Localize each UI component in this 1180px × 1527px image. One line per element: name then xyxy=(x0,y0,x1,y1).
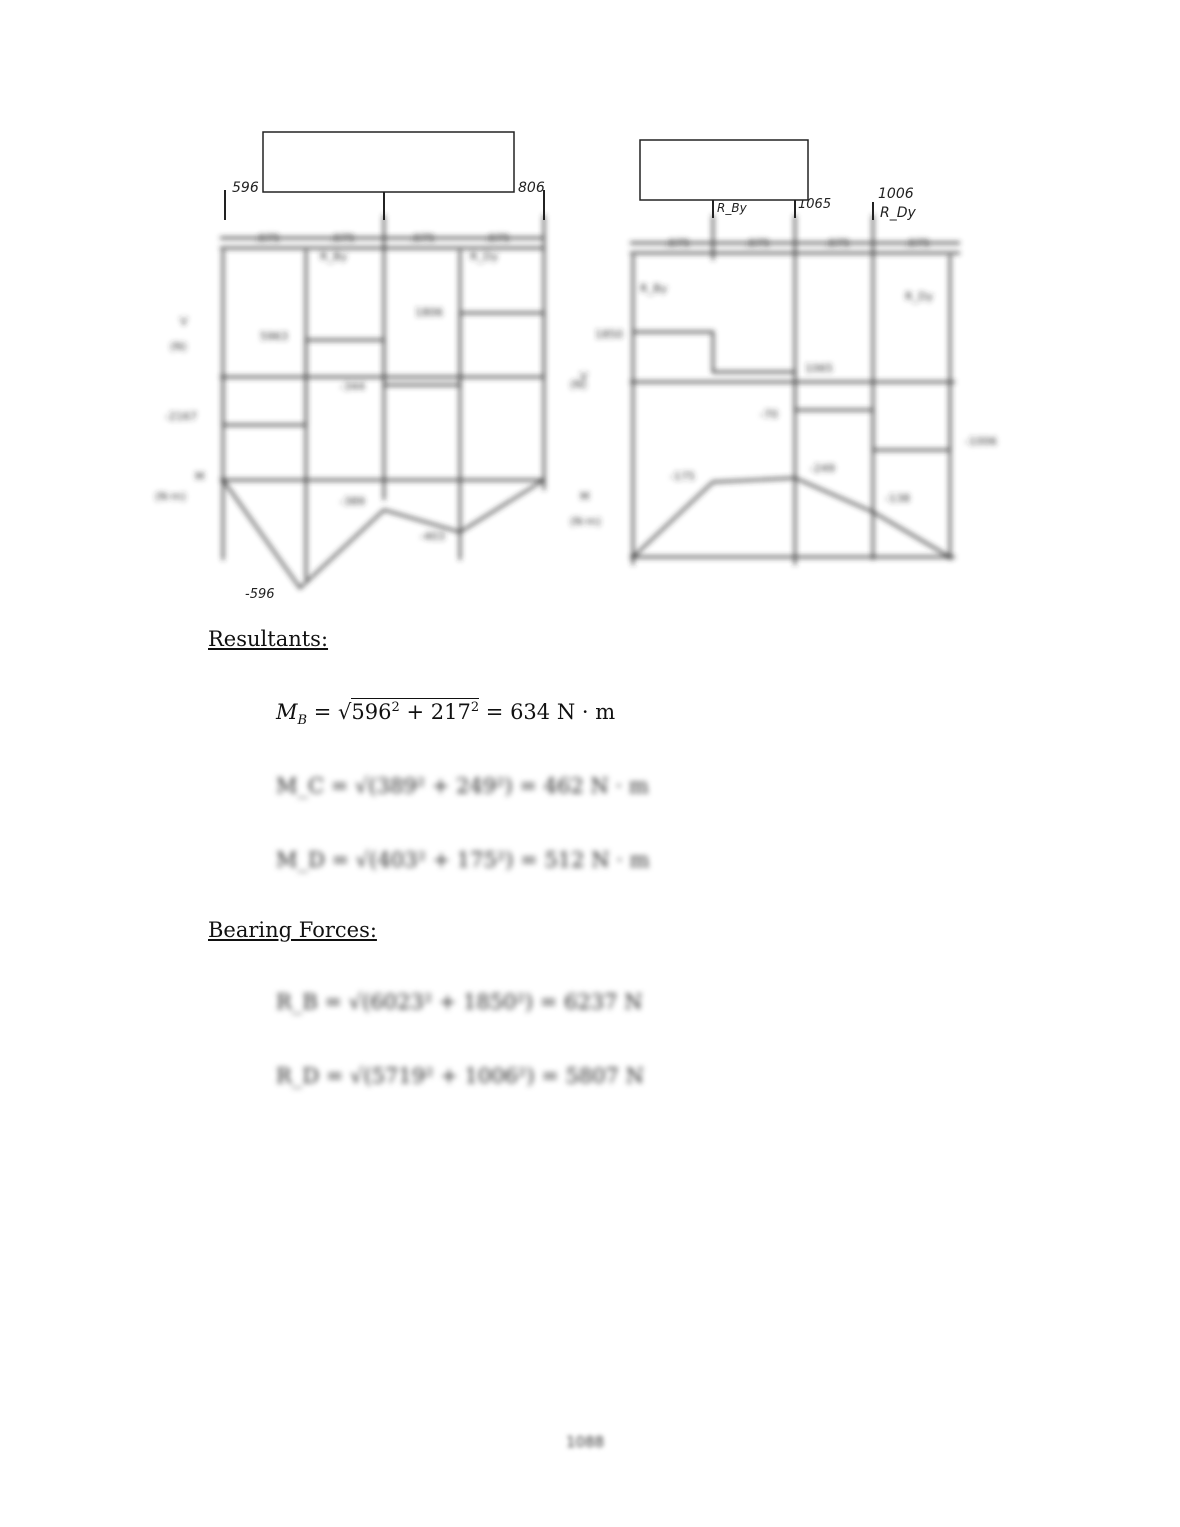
svg-text:1806: 1806 xyxy=(415,306,443,319)
svg-text:-403: -403 xyxy=(420,530,445,543)
left-diagram: .075 .075 .075 .075 R_By R_Dy 5963 -344 … xyxy=(155,131,546,600)
svg-text:.075: .075 xyxy=(745,237,770,250)
svg-text:-1006: -1006 xyxy=(965,435,997,448)
mb-plus: + xyxy=(399,700,431,724)
equation-rb: R_B = √(6023² + 1850²) = 6237 N xyxy=(276,990,643,1014)
svg-text:(N·m): (N·m) xyxy=(570,515,601,528)
mb-result: = 634 N · m xyxy=(479,700,616,724)
svg-text:-389: -389 xyxy=(340,495,365,508)
mb-symbol: M xyxy=(276,700,298,724)
svg-text:.075: .075 xyxy=(825,237,850,250)
svg-text:.075: .075 xyxy=(665,237,690,250)
svg-text:.075: .075 xyxy=(410,232,435,245)
svg-text:.075: .075 xyxy=(255,232,280,245)
equation-rd: R_D = √(5719² + 1006²) = 5807 N xyxy=(276,1064,644,1088)
svg-text:M: M xyxy=(195,470,205,483)
svg-text:-2167: -2167 xyxy=(165,410,197,423)
svg-text:1850: 1850 xyxy=(595,328,623,341)
sqrt-content: 5962 + 2172 xyxy=(351,698,480,724)
svg-text:(N): (N) xyxy=(570,378,587,391)
svg-text:-249: -249 xyxy=(810,462,835,475)
equation-mc: M_C = √(389² + 249²) = 462 N · m xyxy=(276,774,649,798)
bearing-forces-heading: Bearing Forces: xyxy=(208,918,377,942)
svg-text:.075: .075 xyxy=(485,232,510,245)
svg-text:(N): (N) xyxy=(170,340,187,353)
svg-text:5963: 5963 xyxy=(260,330,288,343)
svg-text:1065: 1065 xyxy=(805,362,833,375)
redaction-box-right xyxy=(639,139,809,201)
svg-text:R_Dy: R_Dy xyxy=(470,250,499,263)
svg-text:-138: -138 xyxy=(885,492,910,505)
svg-text:.075: .075 xyxy=(905,237,930,250)
svg-text:R_Dy: R_Dy xyxy=(905,290,934,303)
svg-text:R_By: R_By xyxy=(320,250,348,263)
right-diagram: .075 .075 .075 .075 R_By R_Dy 1850 V (N)… xyxy=(570,139,997,565)
bottom-moment-label: -596 xyxy=(245,587,275,600)
sqrt-sign: √ xyxy=(338,700,352,724)
page-number: 1088 xyxy=(566,1433,605,1451)
left-label-806: 806 xyxy=(518,180,545,196)
mb-subscript: B xyxy=(297,713,308,729)
svg-text:.075: .075 xyxy=(330,232,355,245)
svg-text:(N·m): (N·m) xyxy=(155,490,186,503)
mb-term-b: 217 xyxy=(430,700,471,724)
svg-text:-175: -175 xyxy=(670,470,695,483)
shear-moment-diagrams-figure: .075 .075 .075 .075 R_By R_Dy 5963 -344 … xyxy=(140,120,1020,600)
mb-exp-a: 2 xyxy=(391,700,400,715)
svg-text:V: V xyxy=(180,315,188,328)
resultants-heading: Resultants: xyxy=(208,627,329,651)
equation-mb: MB = √5962 + 2172 = 634 N · m xyxy=(276,698,616,729)
redaction-box-left xyxy=(262,131,515,193)
right-label-1006: 1006 xyxy=(878,186,914,202)
left-label-596: 596 xyxy=(232,180,259,196)
svg-text:M: M xyxy=(580,490,590,503)
mb-exp-b: 2 xyxy=(470,700,480,715)
equation-md: M_D = √(403² + 175²) = 512 N · m xyxy=(276,848,650,872)
mb-equals: = xyxy=(307,700,339,724)
svg-text:-70: -70 xyxy=(760,408,778,421)
right-label-rby: R_By xyxy=(717,201,748,215)
svg-text:-344: -344 xyxy=(340,380,365,393)
svg-text:V: V xyxy=(580,370,588,383)
right-label-rdy: R_Dy xyxy=(880,205,917,221)
mb-term-a: 596 xyxy=(351,700,392,724)
svg-text:R_By: R_By xyxy=(640,282,668,295)
